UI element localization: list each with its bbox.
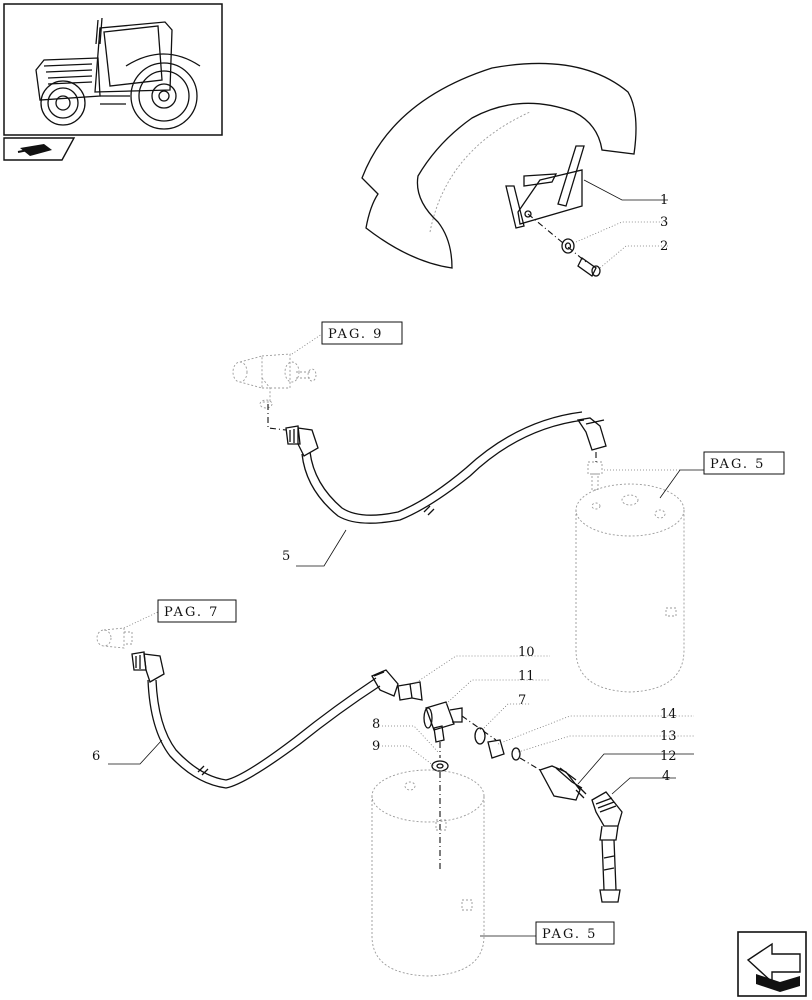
callout-12: 12 — [660, 749, 677, 764]
callout-10: 10 — [518, 645, 535, 660]
callout-1: 1 — [660, 193, 668, 208]
tractor-thumbnail-icon — [3, 3, 223, 136]
callout-3: 3 — [660, 215, 668, 230]
callout-5: 5 — [282, 549, 290, 564]
ref-pag-5-top: PAG. 5 — [710, 457, 765, 472]
upper-hose-assembly — [232, 353, 607, 524]
callout-2: 2 — [660, 239, 668, 254]
lower-hose-assembly — [96, 627, 623, 903]
rear-fender — [361, 62, 637, 269]
callout-8: 8 — [372, 717, 380, 732]
callout-7: 7 — [518, 693, 526, 708]
ref-pag-5-bottom: PAG. 5 — [542, 927, 597, 942]
ref-pag-9: PAG. 9 — [328, 327, 383, 342]
callout-9: 9 — [372, 739, 380, 754]
callout-13: 13 — [660, 729, 677, 744]
fender-assembly — [361, 62, 637, 277]
callout-11: 11 — [518, 669, 535, 684]
air-tank-upper — [575, 483, 685, 693]
callout-14: 14 — [660, 707, 677, 722]
air-tank-lower — [371, 769, 485, 977]
section-book-icon — [3, 137, 76, 161]
ref-pag-7: PAG. 7 — [164, 605, 219, 620]
callout-6: 6 — [92, 749, 100, 764]
next-page-arrow-icon[interactable] — [737, 931, 807, 997]
callout-4: 4 — [662, 769, 670, 784]
